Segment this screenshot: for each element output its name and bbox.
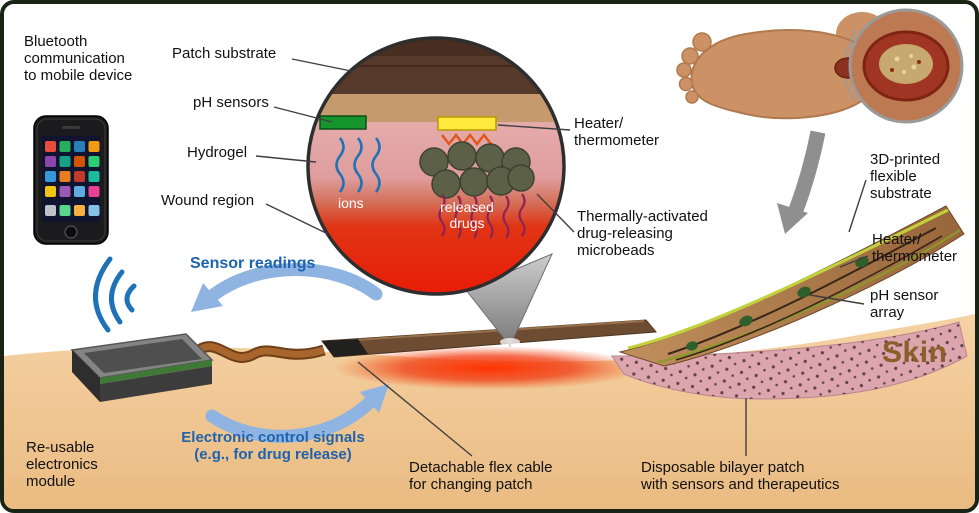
sensor-trace [675,235,943,361]
label-heater-inset: Heater/ thermometer [574,115,660,149]
label-reusable-module: Re-usable electronics module [26,439,98,490]
ph-sensor-pad [686,341,698,351]
label-heater-patch: Heater/ thermometer [872,231,958,265]
bilayer-substrate-layer [618,205,965,367]
control-signals-arrow [205,384,389,443]
smartphone [33,115,109,245]
heater-coil [441,132,492,147]
flex-cable [192,341,326,363]
callout-wound-region [265,203,329,235]
foot-photo [676,8,964,124]
label-flexible-substrate: 3D-printed flexible substrate [870,151,941,202]
callout-detachable-cable [357,361,473,457]
heater-chip [437,116,497,131]
label-wound-region: Wound region [161,192,255,209]
label-skin: Skin [882,336,948,369]
substrate-border-stripe [627,208,949,350]
label-ph-sensors: pH sensors [193,94,269,111]
label-bluetooth-communication: Bluetooth communication to mobile device [24,33,133,84]
electronics-module [70,333,214,402]
label-ph-sensor-array: pH sensor array [870,287,939,321]
callout-microbeads [536,193,575,233]
wound-tissue [879,44,933,84]
label-detachable-cable: Detachable flex cable for changing patch [409,459,553,493]
label-ions: ions [338,195,364,211]
callout-heater-patch [839,255,869,268]
wound-inset-circle [848,8,964,124]
ph-sensor-chip [319,115,367,130]
foot-to-patch-arrow [777,130,826,234]
label-hydrogel: Hydrogel [187,144,248,161]
diagram-canvas [4,8,975,509]
wireless-waves [93,256,137,333]
patch-strip [321,319,658,358]
label-control-signals: Electronic control signals (e.g., for dr… [181,429,365,463]
phone-home-button [64,225,78,239]
callout-flexible-substrate [848,179,867,233]
label-disposable-patch: Disposable bilayer patch with sensors an… [641,459,840,493]
label-sensor-readings: Sensor readings [190,255,316,272]
callout-ph-sensor-array [809,294,865,305]
cone-hotspot [500,338,520,346]
callout-heater-inset [497,124,571,131]
patch-connector [322,339,368,357]
inset-outline [306,36,566,296]
cross-section-inset [306,36,566,296]
callout-ph-sensors [273,106,333,123]
ph-sensor-pad [739,315,753,327]
callout-patch-substrate [291,58,357,73]
phone-app-grid [45,141,100,216]
drug-release-waves [438,193,526,239]
callout-hydrogel [255,155,317,163]
label-microbeads: Thermally-activated drug-releasing micro… [577,208,708,259]
ph-sensor-pad [797,286,811,298]
label-released-drugs: released drugs [440,199,494,231]
ion-waves [335,137,381,193]
bilayer-pink-layer [611,321,968,400]
wound-glow [334,346,644,390]
callout-lines [255,58,869,457]
microbeads-cluster [419,141,535,199]
sensor-readings-arrow [191,263,383,312]
label-patch-substrate: Patch substrate [172,45,277,62]
toes [676,32,712,104]
